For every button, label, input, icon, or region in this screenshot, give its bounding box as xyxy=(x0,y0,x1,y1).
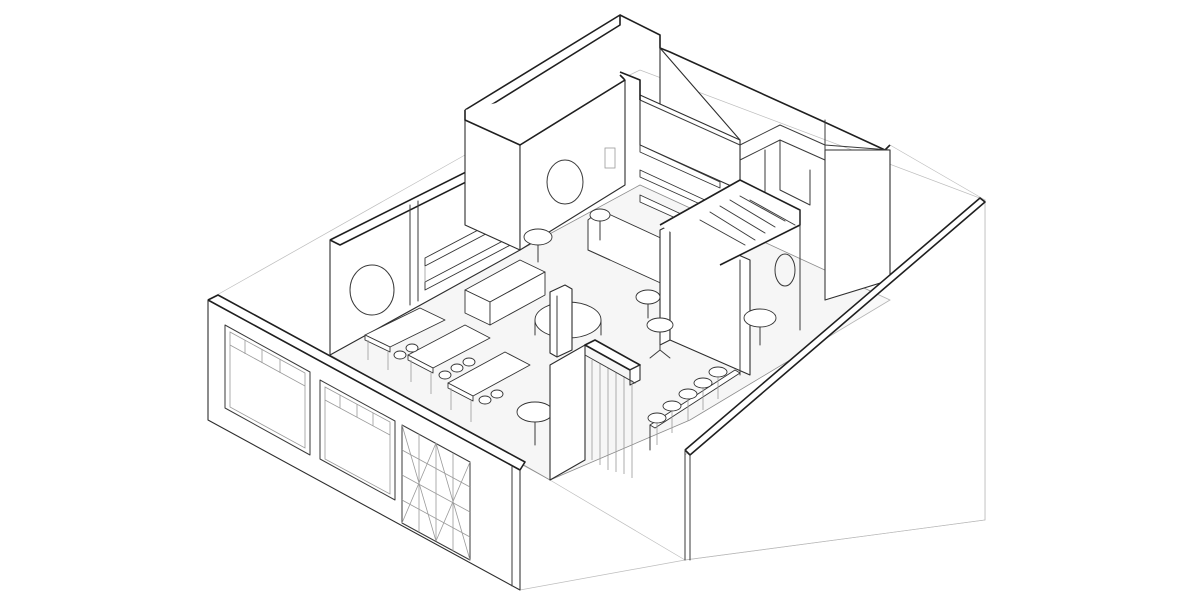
central-column xyxy=(534,284,602,358)
round-window-left xyxy=(349,264,395,316)
front-facade xyxy=(207,294,526,591)
back-right-rooms xyxy=(619,14,891,301)
front-right-glass-wall xyxy=(684,197,986,561)
cafe-tables xyxy=(516,228,777,446)
slatted-pergola xyxy=(659,179,801,376)
back-center-wall xyxy=(464,14,626,251)
banquette-seating xyxy=(647,366,741,451)
round-window-back xyxy=(546,159,584,205)
island-counter xyxy=(464,259,546,326)
curtain-booth xyxy=(549,339,641,481)
communal-tables xyxy=(364,307,531,422)
